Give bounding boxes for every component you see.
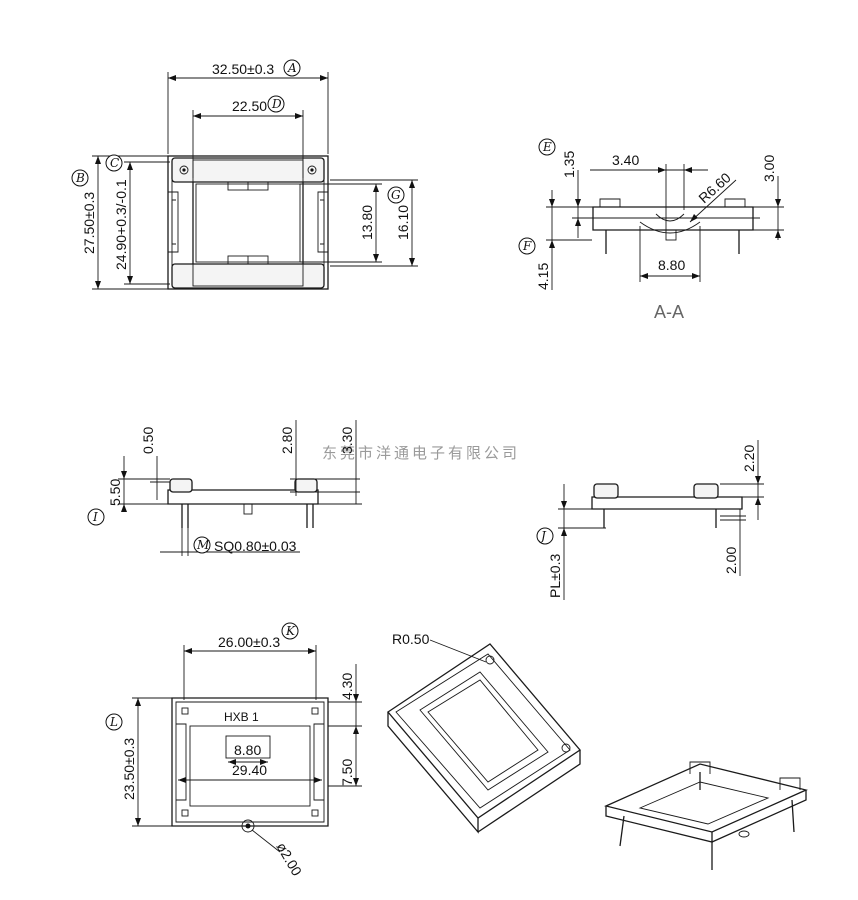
callout-l: L — [109, 715, 118, 729]
section-label: A-A — [654, 302, 684, 322]
dim-slot-label: 13.80 — [359, 205, 375, 240]
watermark: 东莞市洋通电子有限公司 — [322, 444, 520, 462]
dim-340-label: 3.40 — [612, 152, 639, 168]
dim-300-label: 3.00 — [761, 155, 777, 182]
front-view: 5.50 I 0.50 2.80 3.30 M SQ0.80±0.03 — [87, 420, 362, 556]
dim-inner-label: 22.50 — [232, 98, 267, 114]
dim-iso-radius-label: R0.50 — [392, 631, 430, 647]
top-view-outline — [167, 155, 329, 290]
side-view: PL±0.3 J 2.20 2.00 — [536, 440, 764, 600]
callout-g: G — [391, 188, 401, 202]
dim-e-label: 1.35 — [561, 151, 577, 178]
callout-c: C — [110, 156, 119, 170]
dim-section-880-label: 8.80 — [658, 257, 685, 273]
dim-430-label: 4.30 — [339, 673, 355, 700]
dim-550-label: 5.50 — [107, 479, 123, 506]
dim-height-label: 27.50±0.3 — [81, 192, 97, 254]
dim-width-label: 32.50±0.3 — [212, 61, 274, 77]
dim-bottom-880-label: 8.80 — [234, 742, 261, 758]
dim-bottom-width-label: 26.00±0.3 — [218, 634, 280, 650]
callout-k: K — [285, 624, 296, 638]
callout-d: D — [271, 97, 282, 111]
dim-hole-label: ø2.00 — [273, 840, 305, 879]
dim-height2-label: 24.90+0.3/-0.1 — [113, 179, 129, 270]
top-view: 32.50±0.3 A 22.50 D 27.50±0.3 B 24.90+0.… — [71, 59, 418, 290]
dim-2940-label: 29.40 — [232, 762, 267, 778]
section-view: 1.35 E 3.40 R6.60 3.00 4.15 F 8.80 A- — [518, 138, 784, 322]
dim-pin-label: SQ0.80±0.03 — [214, 538, 297, 554]
part-marking: HXB 1 — [224, 710, 259, 724]
dim-750-label: 7.50 — [339, 759, 355, 786]
dim-220-label: 2.20 — [741, 445, 757, 472]
dim-slot2-label: 16.10 — [395, 205, 411, 240]
dim-f-label: 4.15 — [535, 263, 551, 290]
dim-pl-label: PL±0.3 — [547, 554, 563, 598]
dim-bottom-height-label: 23.50±0.3 — [121, 738, 137, 800]
dim-050-label: 0.50 — [140, 427, 156, 454]
callout-b: B — [75, 171, 85, 185]
dim-200-label: 2.00 — [723, 547, 739, 574]
bottom-view: HXB 1 26.00±0.3 K 23.50±0.3 L 4.30 7.50 … — [105, 622, 362, 879]
iso-view-2 — [604, 761, 808, 870]
callout-a: A — [287, 61, 297, 75]
dim-280-label: 2.80 — [279, 427, 295, 454]
callout-i: I — [92, 510, 98, 524]
callout-m: M — [196, 538, 210, 552]
callout-j: J — [538, 529, 547, 543]
iso-view-1: R0.50 — [387, 631, 581, 834]
dim-330-label: 3.30 — [339, 427, 355, 454]
callout-e: E — [542, 140, 552, 154]
callout-f: F — [522, 239, 532, 253]
